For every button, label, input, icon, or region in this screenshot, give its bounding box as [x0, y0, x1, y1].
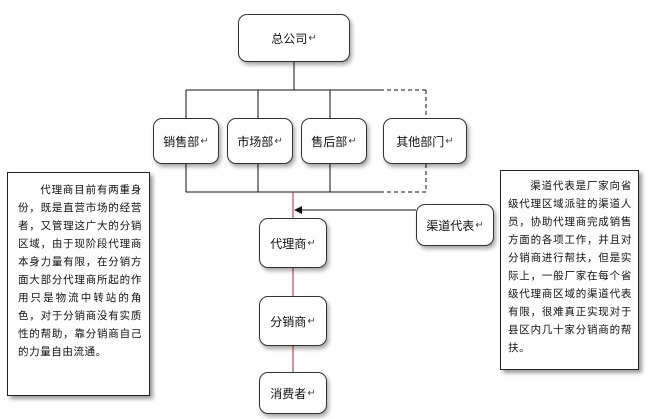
node-consumer: 消费者↵	[259, 372, 327, 414]
node-other-departments-label: 其他部门	[396, 134, 445, 149]
note-channel-rep-description: 渠道代表是厂家向省级代理区域派驻的渠道人员，协助代理商完成销售方面的各项工作，并…	[500, 170, 639, 370]
node-consumer-label: 消费者	[270, 386, 307, 401]
node-agent-label: 代理商	[270, 236, 307, 251]
node-head-office: 总公司↵	[238, 14, 350, 62]
paragraph-mark: ↵	[274, 135, 283, 147]
node-head-office-label: 总公司	[271, 31, 308, 46]
node-channel-rep-label: 渠道代表	[426, 218, 475, 233]
paragraph-mark: ↵	[308, 32, 317, 44]
paragraph-mark: ↵	[307, 237, 316, 249]
paragraph-mark: ↵	[348, 135, 357, 147]
node-sales: 销售部↵	[153, 118, 219, 164]
note-agent-text: 代理商目前有两重身份，既是直营市场的经营者，又管理这广大的分销区域，由于现阶段代…	[18, 184, 142, 358]
node-channel-rep: 渠道代表↵	[416, 204, 494, 246]
node-sales-label: 销售部	[163, 134, 200, 149]
arrow-channel-rep-head	[294, 206, 302, 214]
node-distributor-label: 分销商	[270, 314, 307, 329]
node-distributor: 分销商↵	[259, 296, 327, 346]
node-marketing: 市场部↵	[227, 118, 293, 164]
paragraph-mark: ↵	[307, 315, 316, 327]
note-channel-rep-text: 渠道代表是厂家向省级代理区域派驻的渠道人员，协助代理商完成销售方面的各项工作，并…	[508, 180, 632, 354]
paragraph-mark: ↵	[445, 135, 454, 147]
note-agent-description: 代理商目前有两重身份，既是直营市场的经营者，又管理这广大的分销区域，由于现阶段代…	[7, 172, 150, 396]
paragraph-mark: ↵	[307, 387, 316, 399]
paragraph-mark: ↵	[475, 219, 484, 231]
paragraph-mark: ↵	[200, 135, 209, 147]
node-after-sales: 售后部↵	[301, 118, 367, 164]
node-after-sales-label: 售后部	[311, 134, 348, 149]
node-other-departments: 其他部门↵	[383, 118, 467, 164]
node-agent: 代理商↵	[259, 218, 327, 268]
node-marketing-label: 市场部	[237, 134, 274, 149]
